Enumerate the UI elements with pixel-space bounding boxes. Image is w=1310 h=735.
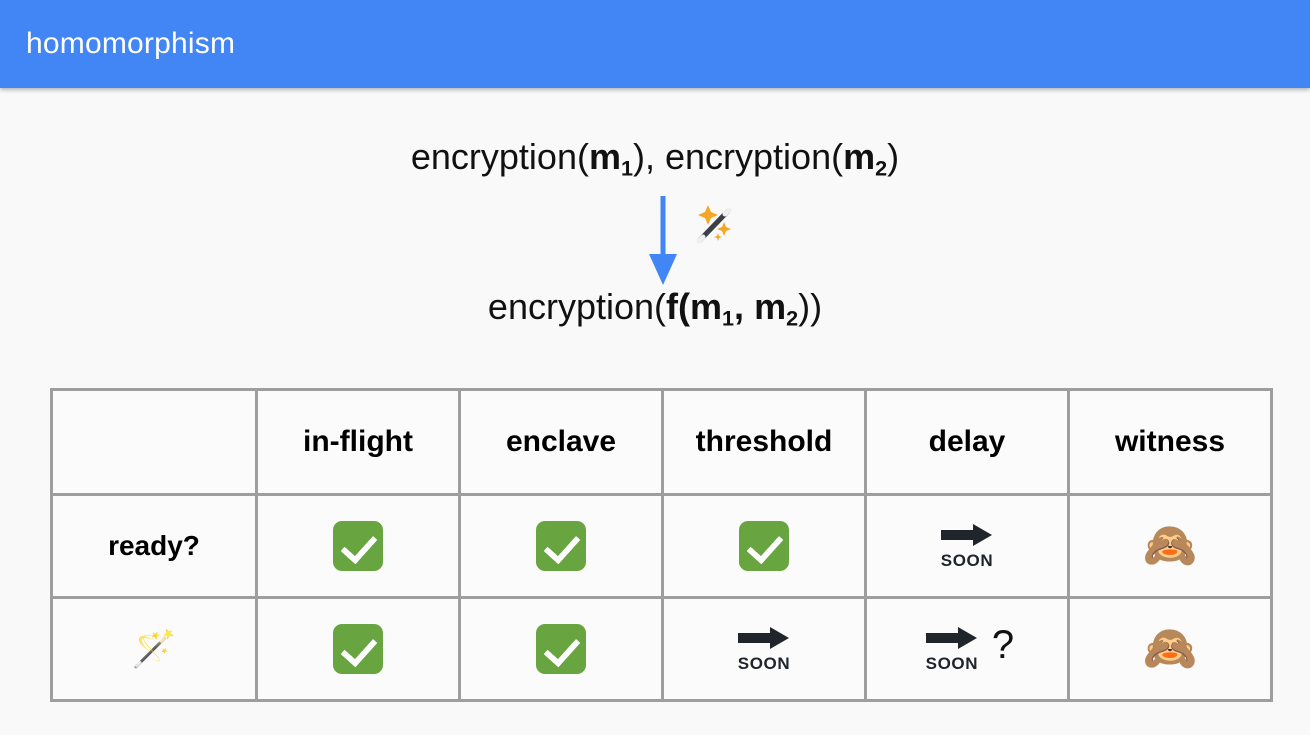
cell-ready-witness: 🙈 xyxy=(1067,493,1273,599)
formula-bottom-var-m2: m xyxy=(754,286,787,327)
check-icon xyxy=(333,624,383,674)
cell-magic-threshold: SOON xyxy=(661,596,867,702)
table-header-row: in-flight enclave threshold delay witnes… xyxy=(50,388,1273,496)
soon-icon: SOON xyxy=(920,626,984,672)
soon-icon: SOON xyxy=(935,523,999,569)
cell-ready-enclave xyxy=(458,493,664,599)
question-mark: ? xyxy=(991,623,1015,667)
formula-top-sub-1: 1 xyxy=(620,155,633,181)
soon-label: SOON xyxy=(925,654,979,673)
magic-wand-icon xyxy=(690,200,738,248)
table-row-magic: 🪄 SOON xyxy=(50,596,1273,702)
soon-label: SOON xyxy=(737,654,791,673)
formula-top-var-m2: m xyxy=(843,136,876,177)
cell-magic-enclave xyxy=(458,596,664,702)
header-cell-enclave: enclave xyxy=(458,388,664,496)
formula-bottom-sub-1: 1 xyxy=(722,305,735,331)
header-cell-in-flight: in-flight xyxy=(255,388,461,496)
formula-bottom: encryption(f(m1, m2)) xyxy=(0,286,1310,331)
magic-wand-icon: 🪄 xyxy=(131,628,177,669)
cell-magic-in-flight xyxy=(255,596,461,702)
row-label-magic: 🪄 xyxy=(50,596,258,702)
formula-area: encryption(m1), encryption(m2) encryptio… xyxy=(0,88,1310,378)
header-cell-blank xyxy=(50,388,258,496)
check-icon xyxy=(739,521,789,571)
cell-ready-delay: SOON xyxy=(864,493,1070,599)
header-cell-threshold: threshold xyxy=(661,388,867,496)
row-label-ready: ready? xyxy=(50,493,258,599)
formula-bottom-comma: , xyxy=(734,286,755,327)
app-header-bar: homomorphism xyxy=(0,0,1310,88)
formula-bottom-sub-2: 2 xyxy=(786,305,799,331)
status-matrix-table: in-flight enclave threshold delay witnes… xyxy=(50,388,1273,702)
see-no-evil-monkey-icon: 🙈 xyxy=(1142,624,1198,673)
header-cell-witness: witness xyxy=(1067,388,1273,496)
cell-magic-witness: 🙈 xyxy=(1067,596,1273,702)
see-no-evil-monkey-icon: 🙈 xyxy=(1142,521,1198,570)
cell-ready-in-flight xyxy=(255,493,461,599)
formula-bottom-text-2: )) xyxy=(798,286,823,327)
cell-magic-delay: SOON ? xyxy=(864,596,1070,702)
formula-top: encryption(m1), encryption(m2) xyxy=(0,136,1310,181)
check-icon xyxy=(536,624,586,674)
down-arrow-icon xyxy=(645,196,681,286)
formula-bottom-text-1: encryption( xyxy=(487,286,667,327)
soon-with-question: SOON ? xyxy=(920,623,1015,672)
soon-label: SOON xyxy=(940,551,994,570)
header-cell-delay: delay xyxy=(864,388,1070,496)
check-icon xyxy=(536,521,586,571)
formula-top-sub-2: 2 xyxy=(875,155,888,181)
check-icon xyxy=(333,521,383,571)
formula-top-text-3: ) xyxy=(887,136,900,177)
formula-bottom-paren: ( xyxy=(678,286,691,327)
table-row-ready: ready? SOON 🙈 xyxy=(50,493,1273,599)
page-title: homomorphism xyxy=(26,27,236,60)
cell-ready-threshold xyxy=(661,493,867,599)
formula-top-text-2: ), encryption( xyxy=(633,136,844,177)
formula-top-var-m1: m xyxy=(588,136,621,177)
formula-bottom-var-m1: m xyxy=(690,286,723,327)
soon-icon: SOON xyxy=(732,626,796,672)
formula-top-text-1: encryption( xyxy=(410,136,589,177)
formula-bottom-var-f: f xyxy=(666,286,679,327)
